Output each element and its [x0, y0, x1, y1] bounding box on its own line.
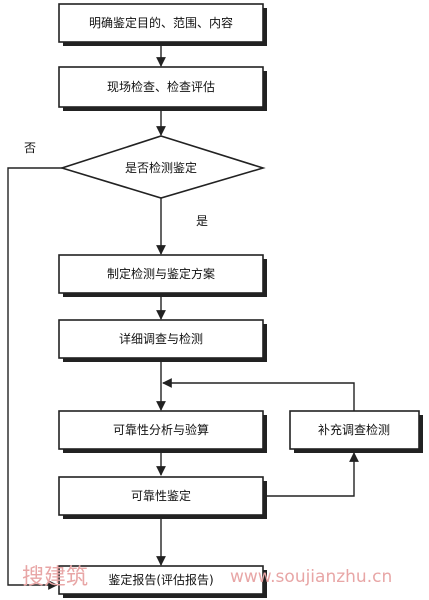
node-detail-label: 详细调查与检测 [119, 331, 203, 346]
node-reliability: 可靠性鉴定 [58, 476, 267, 519]
node-supplement: 补充调查检测 [289, 410, 423, 453]
node-analysis-label: 可靠性分析与验算 [113, 422, 209, 437]
node-supplement-label: 补充调查检测 [318, 422, 390, 437]
node-decision-label: 是否检测鉴定 [125, 160, 197, 175]
node-clarify: 明确鉴定目的、范围、内容 [58, 3, 267, 46]
node-reliability-label: 可靠性鉴定 [131, 488, 191, 503]
node-inspect: 现场检查、检查评估 [58, 66, 267, 111]
node-report-label: 鉴定报告(评估报告) [108, 572, 213, 587]
watermark-url: www.soujianzhu.cn [230, 567, 392, 587]
watermark-cn: 搜建筑 [22, 565, 88, 590]
edge-yes-label: 是 [196, 214, 208, 228]
node-report: 鉴定报告(评估报告) [58, 565, 267, 598]
node-detail: 详细调查与检测 [58, 319, 267, 362]
node-decision: 是否检测鉴定 [59, 135, 266, 199]
edge-supplement-loop [162, 378, 355, 411]
edge-no-label: 否 [24, 141, 36, 155]
node-inspect-label: 现场检查、检查评估 [107, 79, 215, 94]
edge-no [7, 167, 62, 590]
edge-reliability-supplement [267, 452, 359, 497]
node-plan: 制定检测与鉴定方案 [58, 254, 267, 297]
node-clarify-label: 明确鉴定目的、范围、内容 [89, 15, 233, 30]
node-plan-label: 制定检测与鉴定方案 [107, 266, 215, 281]
node-analysis: 可靠性分析与验算 [58, 410, 267, 453]
